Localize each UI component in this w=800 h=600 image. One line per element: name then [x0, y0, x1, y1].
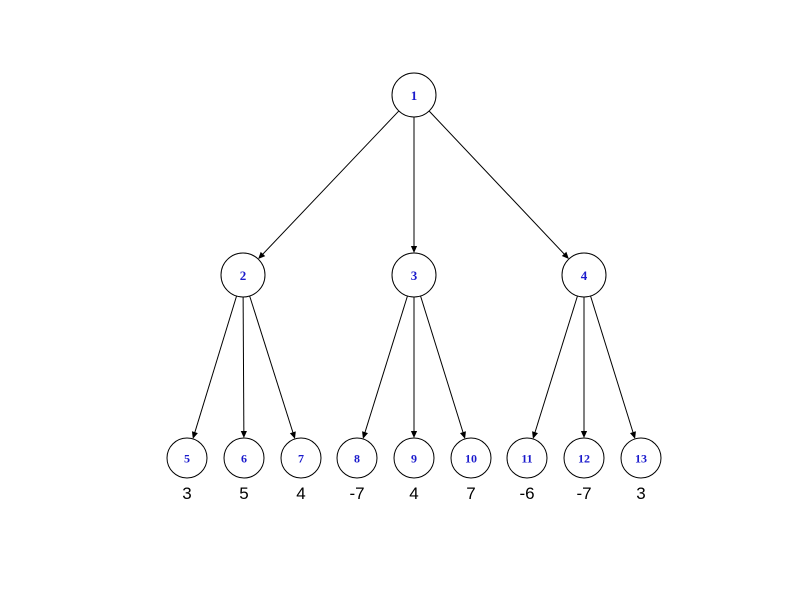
node-label: 11	[521, 452, 532, 466]
edge-line	[590, 295, 635, 436]
edge-line	[533, 295, 578, 436]
leaf-value-9: 4	[409, 484, 418, 503]
edge-arrowhead-icon	[460, 431, 466, 439]
node-label: 7	[298, 452, 304, 466]
leaf-values-layer: 3 5 4 -7 4 7 -6 -7 3	[182, 484, 645, 503]
graph-node-4[interactable]: 4	[561, 252, 607, 298]
edge-line	[428, 110, 567, 257]
edge-arrowhead-icon	[240, 430, 247, 439]
graph-node-9[interactable]: 9	[393, 437, 435, 479]
edge-line	[260, 110, 400, 257]
node-circle[interactable]	[220, 252, 266, 298]
leaf-value-7: 4	[296, 484, 305, 503]
edge-line	[193, 295, 238, 436]
node-circle[interactable]	[393, 437, 435, 479]
node-label: 10	[465, 452, 477, 466]
edge-arrowhead-icon	[561, 251, 569, 260]
edge-arrowhead-icon	[532, 431, 538, 439]
leaf-value-12: -7	[576, 484, 591, 503]
node-label: 4	[581, 268, 588, 283]
node-circle[interactable]	[391, 72, 437, 118]
leaf-value-6: 5	[239, 484, 248, 503]
edge-3-to-10	[420, 295, 466, 439]
graph-node-1[interactable]: 1	[391, 72, 437, 118]
edge-1-to-3	[410, 117, 418, 253]
leaf-value-8: -7	[349, 484, 364, 503]
node-circle[interactable]	[506, 437, 548, 479]
edge-arrowhead-icon	[410, 431, 418, 438]
edge-3-to-9	[410, 297, 418, 438]
leaf-value-5: 3	[182, 484, 191, 503]
edge-arrowhead-icon	[630, 431, 636, 439]
edge-arrowhead-icon	[289, 431, 296, 439]
node-label: 8	[354, 452, 360, 466]
graph-node-5[interactable]: 5	[166, 437, 208, 479]
node-circle[interactable]	[563, 437, 605, 479]
edge-4-to-11	[532, 295, 578, 439]
graph-node-13[interactable]: 13	[620, 437, 662, 479]
edge-3-to-8	[362, 295, 408, 439]
edge-4-to-13	[590, 295, 636, 439]
edge-arrowhead-icon	[191, 431, 198, 439]
edge-2-to-6	[240, 296, 247, 439]
node-label: 6	[241, 452, 247, 466]
edge-line	[363, 295, 408, 436]
node-label: 2	[240, 268, 247, 283]
edge-line	[249, 295, 295, 436]
node-circle[interactable]	[391, 252, 437, 298]
node-circle[interactable]	[280, 437, 322, 479]
edge-line	[420, 295, 465, 436]
edge-arrowhead-icon	[362, 431, 368, 439]
graph-node-8[interactable]: 8	[336, 437, 378, 479]
graph-node-6[interactable]: 6	[223, 437, 265, 479]
node-circle[interactable]	[336, 437, 378, 479]
edge-2-to-5	[191, 295, 238, 439]
node-circle[interactable]	[166, 437, 208, 479]
edges-layer	[191, 110, 636, 439]
graph-node-10[interactable]: 10	[450, 437, 492, 479]
edge-arrowhead-icon	[410, 246, 418, 253]
node-label: 13	[635, 452, 647, 466]
node-circle[interactable]	[223, 437, 265, 479]
leaf-value-10: 7	[466, 484, 475, 503]
node-circle[interactable]	[620, 437, 662, 479]
edge-2-to-7	[249, 295, 296, 439]
node-label: 3	[411, 268, 418, 283]
edge-1-to-2	[258, 110, 400, 260]
node-label: 1	[411, 88, 418, 103]
node-label: 5	[184, 452, 190, 466]
leaf-value-13: 3	[636, 484, 645, 503]
node-circle[interactable]	[450, 437, 492, 479]
node-circle[interactable]	[561, 252, 607, 298]
edge-line	[242, 296, 245, 435]
graph-node-2[interactable]: 2	[220, 252, 266, 298]
graph-node-7[interactable]: 7	[280, 437, 322, 479]
graph-node-11[interactable]: 11	[506, 437, 548, 479]
edge-4-to-12	[580, 297, 588, 438]
leaf-value-11: -6	[519, 484, 534, 503]
graph-node-3[interactable]: 3	[391, 252, 437, 298]
edge-arrowhead-icon	[258, 251, 266, 260]
graph-node-12[interactable]: 12	[563, 437, 605, 479]
edge-1-to-4	[428, 110, 569, 260]
edge-arrowhead-icon	[580, 431, 588, 438]
node-label: 9	[411, 452, 417, 466]
node-label: 12	[578, 452, 590, 466]
